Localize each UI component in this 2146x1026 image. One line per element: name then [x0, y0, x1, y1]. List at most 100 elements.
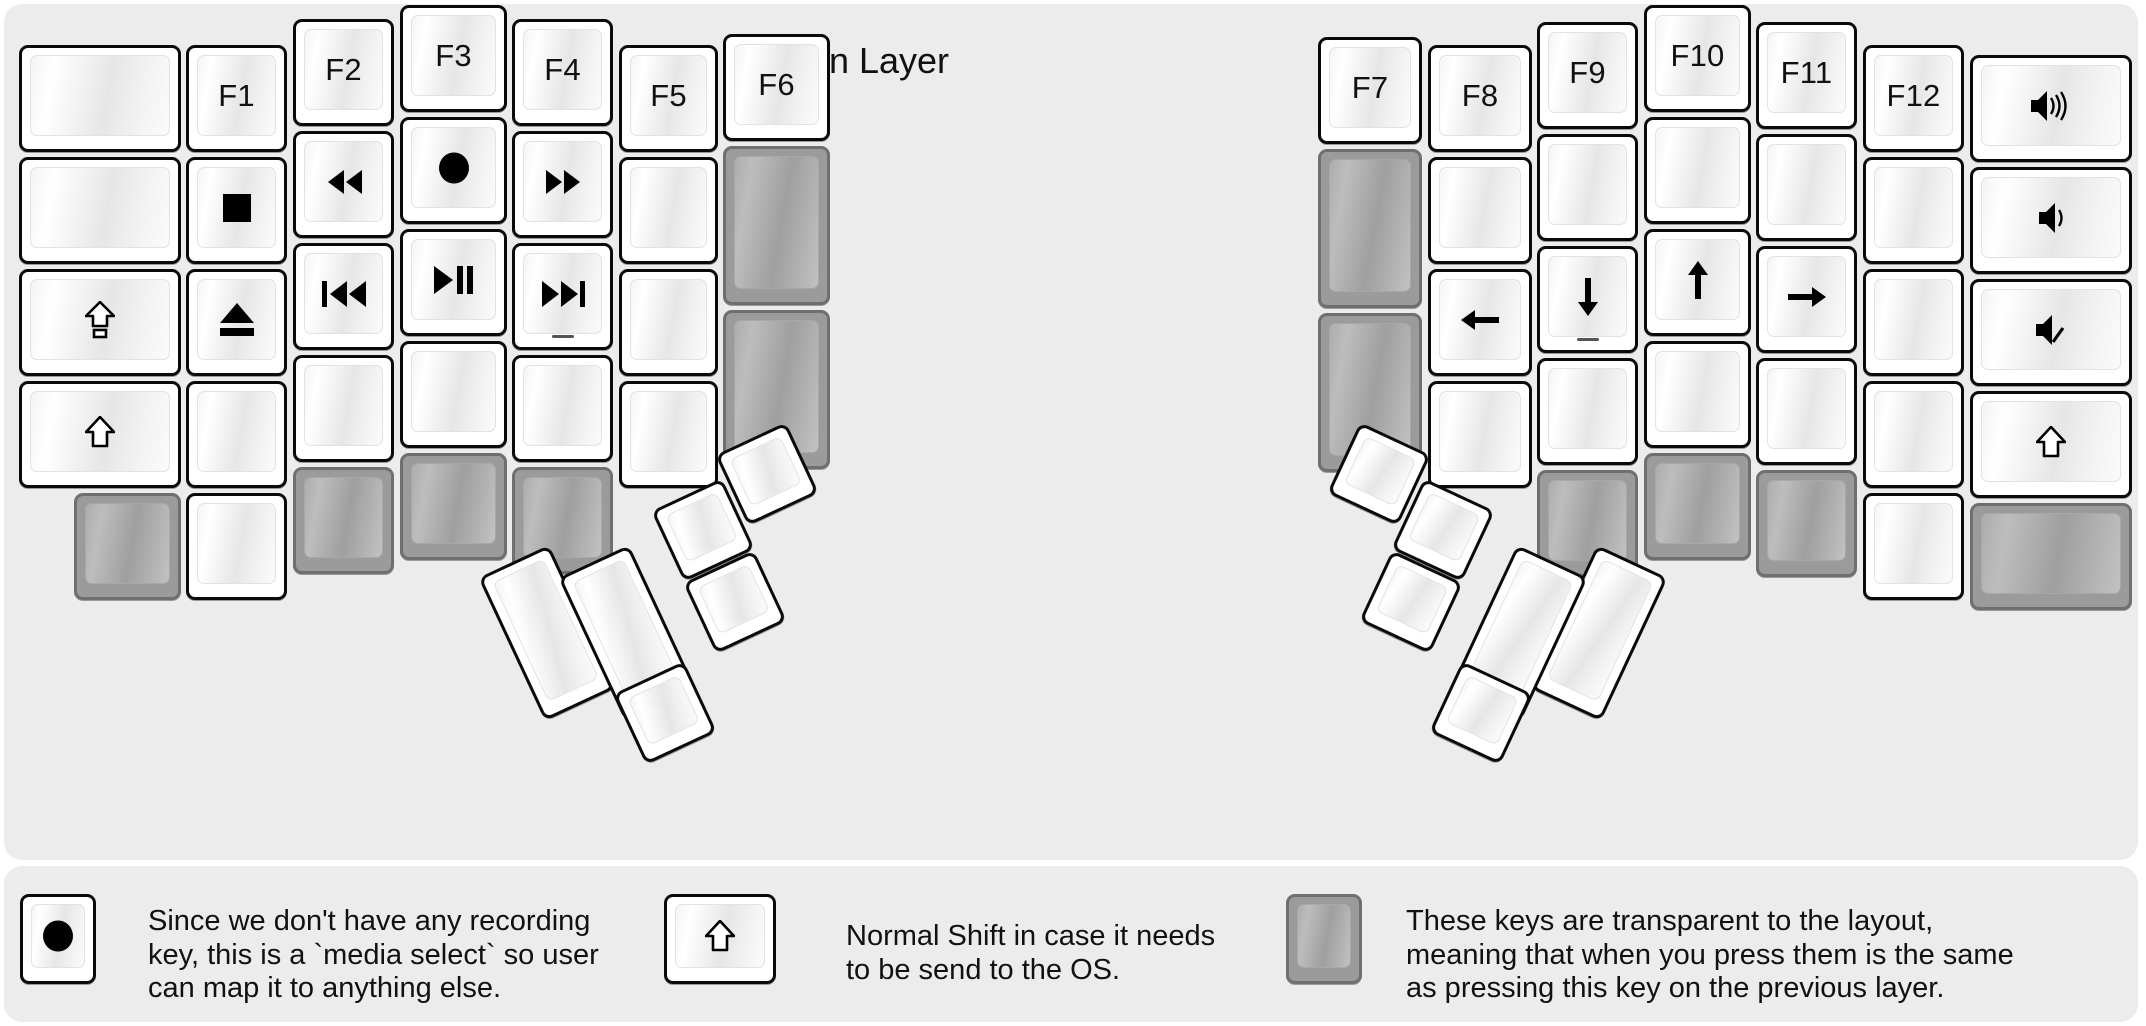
- key-blank[interactable]: [1863, 269, 1964, 376]
- keycap-face: [1874, 503, 1953, 584]
- key-arrow-down[interactable]: [1537, 246, 1638, 353]
- key-label: F7: [1351, 70, 1389, 105]
- key-blank[interactable]: [1644, 117, 1751, 224]
- volume-up-icon: [2031, 90, 2071, 121]
- media-play-pause-icon: [434, 265, 473, 294]
- key-media-stop[interactable]: [186, 157, 287, 264]
- keycap-face: [1343, 435, 1417, 507]
- key-f9[interactable]: F9: [1537, 22, 1638, 129]
- key-blank[interactable]: [1537, 358, 1638, 465]
- key-f4[interactable]: F4: [512, 19, 613, 126]
- keycap-face: [1655, 463, 1740, 544]
- key-f10[interactable]: F10: [1644, 5, 1751, 112]
- key-transparent[interactable]: [400, 453, 507, 560]
- key-blank[interactable]: [186, 381, 287, 488]
- key-blank[interactable]: [619, 269, 718, 376]
- key-blank[interactable]: [1428, 381, 1532, 488]
- keycap-face: [734, 156, 819, 289]
- key-arrow-left[interactable]: [1428, 269, 1532, 376]
- key-blank[interactable]: [1428, 157, 1532, 264]
- key-blank[interactable]: [512, 355, 613, 462]
- key-f3[interactable]: F3: [400, 5, 507, 112]
- key-volume-down[interactable]: [1970, 167, 2132, 274]
- keycap-face: [411, 239, 496, 320]
- arrow-right-icon: [1787, 286, 1826, 308]
- key-arrow-right[interactable]: [1756, 246, 1857, 353]
- key-blank[interactable]: [19, 45, 181, 152]
- keycap-face: [523, 141, 602, 222]
- legend-key-3[interactable]: [1286, 894, 1362, 984]
- key-blank[interactable]: [293, 355, 394, 462]
- key-volume-up[interactable]: [1970, 55, 2132, 162]
- keycap-face: [1767, 368, 1846, 449]
- key-blank[interactable]: [1756, 358, 1857, 465]
- keycap-face: F11: [1767, 32, 1846, 113]
- keycap-face: [1767, 256, 1846, 337]
- key-f8[interactable]: F8: [1428, 45, 1532, 152]
- key-label: F4: [544, 52, 581, 87]
- key-blank[interactable]: [1863, 157, 1964, 264]
- key-f12[interactable]: F12: [1863, 45, 1964, 152]
- key-blank[interactable]: [619, 157, 718, 264]
- key-blank[interactable]: [19, 157, 181, 264]
- key-transparent[interactable]: [1970, 503, 2132, 610]
- keycap-face: [197, 503, 276, 584]
- keycap-face: [1655, 239, 1740, 320]
- keycap-face: F12: [1874, 55, 1953, 136]
- key-transparent[interactable]: [74, 493, 181, 600]
- key-arrow-up[interactable]: [1644, 229, 1751, 336]
- keycap-face: [304, 253, 383, 334]
- keycap-face: [1874, 391, 1953, 472]
- keycap-face: [1874, 167, 1953, 248]
- key-volume-mute[interactable]: [1970, 279, 2132, 386]
- key-blank[interactable]: [1863, 493, 1964, 600]
- key-blank[interactable]: [186, 493, 287, 600]
- media-fast-forward-icon: [544, 169, 582, 194]
- legend-panel: [4, 866, 2138, 1022]
- key-media-rewind[interactable]: [293, 131, 394, 238]
- key-blank[interactable]: [1756, 134, 1857, 241]
- key-f7[interactable]: F7: [1318, 37, 1422, 144]
- key-shift[interactable]: [1970, 391, 2132, 498]
- keycap-face: [304, 141, 383, 222]
- legend-key-2[interactable]: [664, 894, 776, 984]
- key-shift[interactable]: [19, 381, 181, 488]
- key-f2[interactable]: F2: [293, 19, 394, 126]
- key-f5[interactable]: F5: [619, 45, 718, 152]
- key-transparent[interactable]: [1756, 470, 1857, 577]
- key-transparent[interactable]: [1537, 470, 1638, 577]
- keycap-face: [1767, 144, 1846, 225]
- key-f1[interactable]: F1: [186, 45, 287, 152]
- media-next-track-icon: [541, 280, 585, 307]
- key-label: F12: [1886, 78, 1941, 113]
- keycap-face: [1655, 127, 1740, 208]
- media-prev-track-icon: [321, 280, 366, 307]
- keycap-face: [30, 391, 170, 472]
- key-transparent[interactable]: [293, 467, 394, 574]
- key-label: F6: [758, 67, 795, 102]
- key-blank[interactable]: [400, 341, 507, 448]
- key-transparent[interactable]: [723, 146, 830, 305]
- legend-key-1[interactable]: [20, 894, 96, 984]
- key-f6[interactable]: F6: [723, 34, 830, 141]
- page-title: fn Layer: [818, 40, 950, 81]
- keycap-face: [627, 674, 701, 746]
- key-media-eject[interactable]: [186, 269, 287, 376]
- key-label: F2: [325, 52, 362, 87]
- key-media-fast-forward[interactable]: [512, 131, 613, 238]
- key-blank[interactable]: [619, 381, 718, 488]
- key-media-prev-track[interactable]: [293, 243, 394, 350]
- keycap-face: [1548, 144, 1627, 225]
- key-shift-lock[interactable]: [19, 269, 181, 376]
- key-media-play-pause[interactable]: [400, 229, 507, 336]
- keycap-face: F1: [197, 55, 276, 136]
- media-rewind-icon: [324, 169, 364, 194]
- key-media-next-track[interactable]: [512, 243, 613, 350]
- key-transparent[interactable]: [1318, 149, 1422, 308]
- key-blank[interactable]: [1863, 381, 1964, 488]
- key-blank[interactable]: [1537, 134, 1638, 241]
- key-media-record[interactable]: [400, 117, 507, 224]
- key-transparent[interactable]: [1644, 453, 1751, 560]
- key-f11[interactable]: F11: [1756, 22, 1857, 129]
- key-blank[interactable]: [1644, 341, 1751, 448]
